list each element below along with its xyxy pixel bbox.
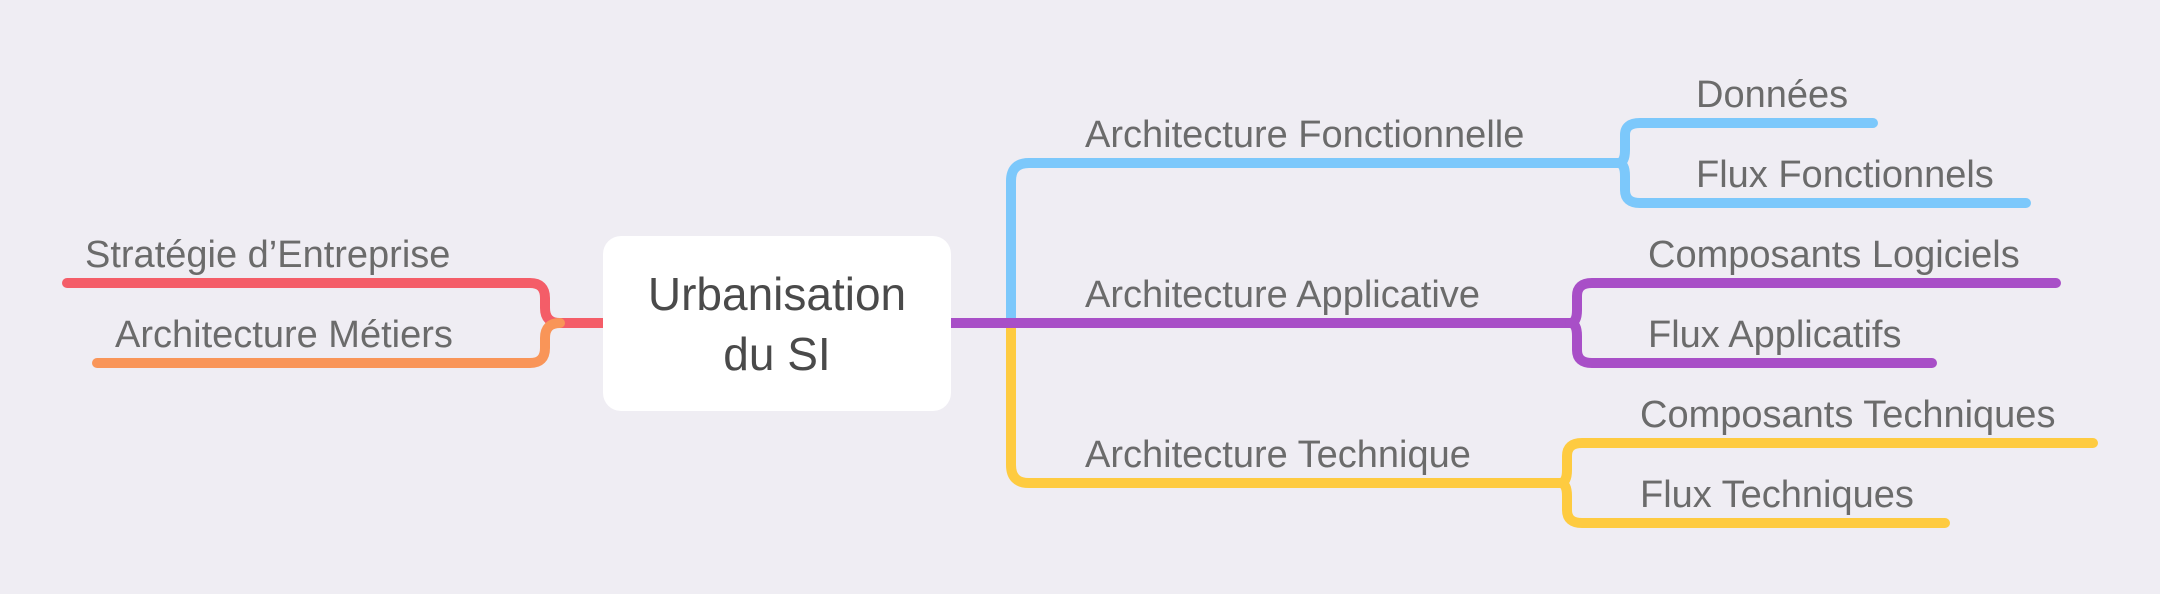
topic-architecture-technique[interactable]: Architecture Technique [1085,434,1471,476]
topic-architecture-metiers[interactable]: Architecture Métiers [115,314,453,356]
subtopic-donnees[interactable]: Données [1696,74,1849,116]
connector-flux-techniques [1555,478,1950,528]
central-topic[interactable]: Urbanisation du SI [603,236,951,411]
topic-strategie-entreprise[interactable]: Stratégie d’Entreprise [85,234,451,276]
central-topic-title: Urbanisation du SI [647,267,907,380]
connector-flux-fonctionnels [1613,158,2031,208]
topic-architecture-fonctionnelle[interactable]: Architecture Fonctionnelle [1085,114,1525,156]
connector-fonctionnelle [1006,158,1623,328]
subtopic-flux-fonctionnels[interactable]: Flux Fonctionnels [1696,154,1994,196]
connector-flux-applicatifs [1565,318,1937,368]
connector-metiers [92,318,565,368]
subtopic-flux-techniques[interactable]: Flux Techniques [1640,474,1914,516]
subtopic-composants-logiciels[interactable]: Composants Logiciels [1648,234,2020,276]
subtopic-flux-applicatifs[interactable]: Flux Applicatifs [1648,314,1902,356]
connector-technique [1006,318,1565,488]
subtopic-composants-techniques[interactable]: Composants Techniques [1640,394,2056,436]
topic-architecture-applicative[interactable]: Architecture Applicative [1085,274,1480,316]
